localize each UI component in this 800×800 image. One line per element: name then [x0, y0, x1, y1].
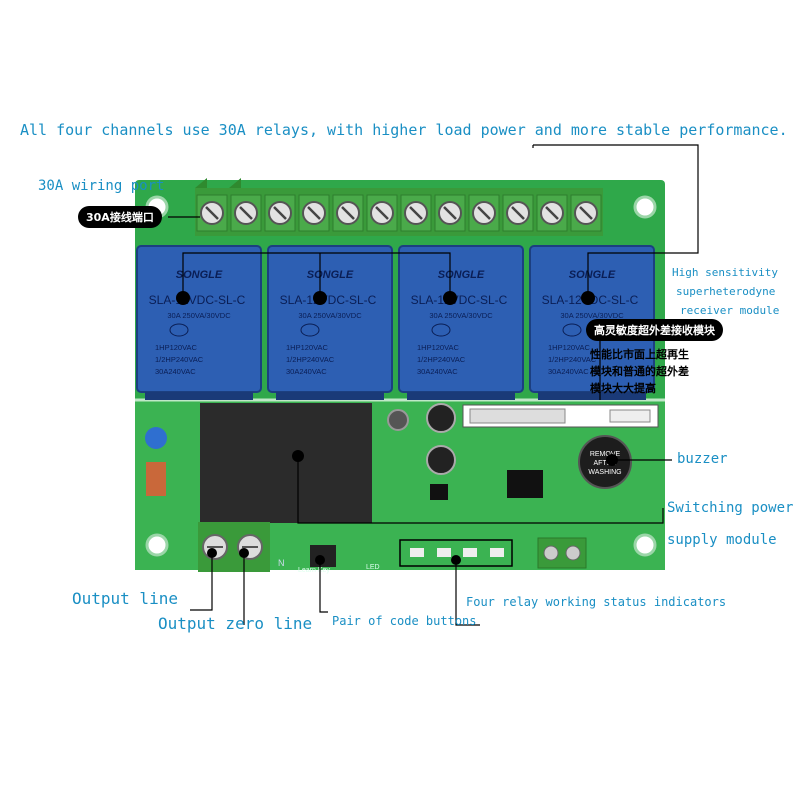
relay-spec: 30A240VAC	[155, 367, 196, 376]
electrolytic-capacitor	[426, 403, 456, 433]
microcontroller-chip	[507, 470, 543, 498]
electrolytic-capacitor	[426, 445, 456, 475]
screw-icon	[264, 194, 296, 232]
relay-brand: SONGLE	[569, 269, 616, 281]
code-buttons-label: Pair of code buttons	[332, 614, 477, 628]
screw-icon	[536, 194, 568, 232]
buzzer-label: buzzer	[677, 451, 728, 467]
led-indicator	[490, 548, 504, 557]
receiver-desc-line2: 模块和普通的超外差	[590, 365, 689, 378]
screw-icon	[570, 194, 602, 232]
power-transformer	[200, 403, 372, 523]
screw-icon	[400, 194, 432, 232]
buzzer-text: WASHING	[588, 469, 621, 476]
buzzer-component	[578, 435, 632, 489]
capacitor-blue	[145, 427, 167, 449]
relay-spec: 30A240VAC	[286, 367, 327, 376]
receiver-tag: 高灵敏度超外差接收模块	[586, 319, 723, 341]
led-indicator	[410, 548, 424, 557]
n-mark: N	[278, 558, 285, 568]
switching-power-label-line1: Switching power	[667, 500, 794, 516]
screw-icon	[502, 194, 534, 232]
led-indicator	[437, 548, 451, 557]
relay-spec: 1HP120VAC	[155, 343, 198, 352]
receiver-desc-line3: 模块大大提高	[590, 382, 656, 395]
screw-icon	[196, 194, 228, 232]
buzzer-text: AFTER	[594, 460, 617, 467]
relay-spec: 30A240VAC	[548, 367, 589, 376]
relay-rating: 30A 250VA/30VDC	[167, 311, 231, 320]
receiver-label-line2: superheterodyne	[676, 285, 776, 298]
receiver-label-line1: High sensitivity	[672, 266, 778, 279]
relay-model: SLA-12VDC-SL-C	[411, 293, 508, 307]
relay-spec: 1HP120VAC	[286, 343, 329, 352]
relay-spec: 1/2HP240VAC	[155, 355, 204, 364]
led-indicator	[463, 548, 477, 557]
relay-2: SONGLE SLA-12VDC-SL-C 30A 250VA/30VDC 1HP12…	[267, 245, 393, 400]
learn-key-text: Learn Key	[298, 567, 330, 574]
led-text: LED	[366, 564, 380, 571]
output-zero-line-label: Output zero line	[158, 614, 313, 633]
switching-power-label-line2: supply module	[667, 532, 777, 548]
relay-brand: SONGLE	[438, 269, 485, 281]
relay-rating: 30A 250VA/30VDC	[298, 311, 362, 320]
sensor-component	[387, 409, 409, 431]
relay-1: SONGLE SLA-12VDC-SL-C 30A 250VA/30VDC 1HP12…	[136, 245, 262, 400]
relay-model: SLA-12VDC-SL-C	[280, 293, 377, 307]
screw-icon	[468, 194, 500, 232]
mount-hole-icon	[633, 533, 657, 557]
relay-brand: SONGLE	[307, 269, 354, 281]
screw-icon	[366, 194, 398, 232]
buzzer-text: REMOVE	[590, 451, 621, 458]
receiver-desc-line1: 性能比市面上超再生	[590, 348, 689, 361]
relay-brand: SONGLE	[176, 269, 223, 281]
callout-lines	[168, 144, 699, 626]
wiring-port-tag: 30A接线端口	[78, 206, 162, 228]
indicators-label: Four relay working status indicators	[466, 595, 727, 609]
chip	[430, 484, 448, 500]
relay-3: SONGLE SLA-12VDC-SL-C 30A 250VA/30VDC 1HP12…	[398, 245, 524, 400]
relay-rating: 30A 250VA/30VDC	[560, 311, 624, 320]
terminal-block-top	[195, 178, 603, 236]
screw-icon	[298, 194, 330, 232]
wiring-port-label: 30A wiring port	[38, 178, 165, 194]
screw-icon	[230, 194, 262, 232]
relay-spec: 1/2HP240VAC	[286, 355, 335, 364]
headline-text: All four channels use 30A relays, with h…	[20, 121, 788, 139]
relay-rating: 30A 250VA/30VDC	[429, 311, 493, 320]
relay-model: SLA-12VDC-SL-C	[149, 293, 246, 307]
resistor	[146, 462, 166, 496]
relay-spec: 1/2HP240VAC	[548, 355, 597, 364]
output-line-label: Output line	[72, 589, 178, 608]
relay-spec: 1HP120VAC	[417, 343, 460, 352]
mount-hole-icon	[145, 533, 169, 557]
screw-icon	[434, 194, 466, 232]
relay-spec: 1/2HP240VAC	[417, 355, 466, 364]
relay-spec: 1HP120VAC	[548, 343, 591, 352]
screw-icon	[332, 194, 364, 232]
receiver-label-line3: receiver module	[680, 304, 780, 317]
mount-hole-icon	[633, 195, 657, 219]
relay-spec: 30A240VAC	[417, 367, 458, 376]
